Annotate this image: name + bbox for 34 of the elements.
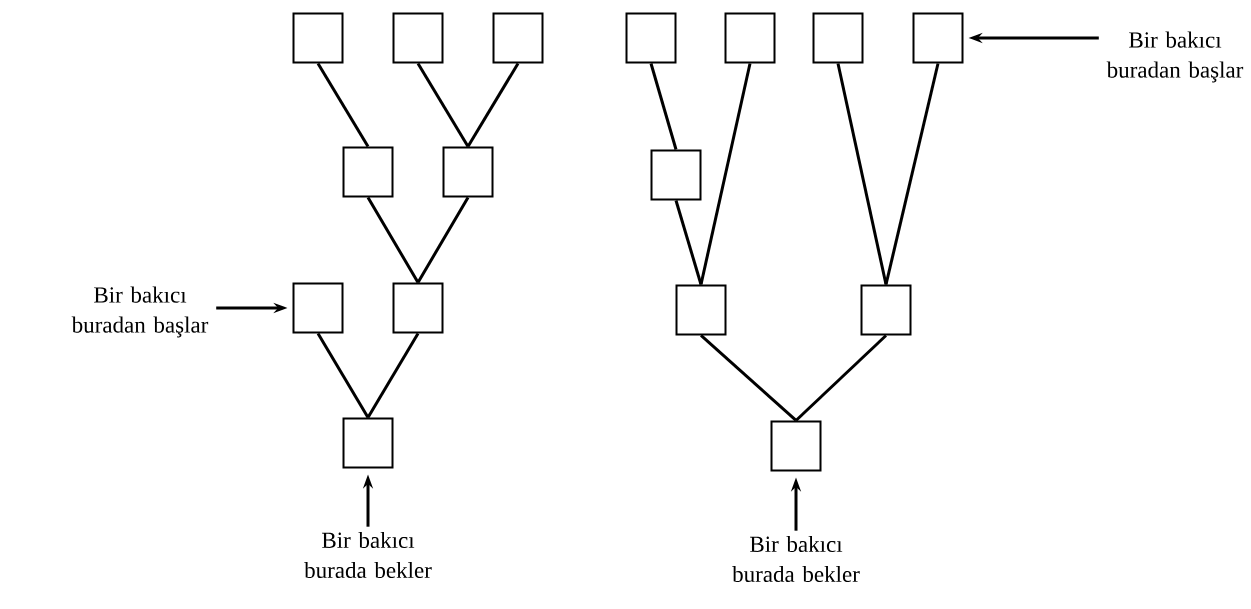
connector-line bbox=[316, 62, 370, 148]
note-text: Bir bakıcı buradan başlar bbox=[1106, 31, 1244, 83]
square-box bbox=[292, 282, 344, 334]
connector-line bbox=[366, 332, 420, 419]
connector-line bbox=[700, 334, 797, 422]
connector-line bbox=[836, 63, 888, 285]
square-box bbox=[342, 146, 394, 198]
square-box bbox=[770, 420, 822, 472]
square-box bbox=[442, 146, 494, 198]
connector-line bbox=[416, 62, 470, 148]
connector-line bbox=[649, 63, 678, 150]
square-box bbox=[812, 12, 864, 64]
connector-line bbox=[699, 63, 752, 285]
connector-line bbox=[466, 62, 520, 148]
square-box bbox=[392, 12, 444, 64]
connector-line bbox=[884, 63, 940, 285]
note-text: Bir bakıcı burada bekler bbox=[732, 535, 860, 583]
connector-line bbox=[316, 332, 370, 419]
note-text: Bir bakıcı buradan başlar bbox=[71, 286, 209, 338]
square-box bbox=[650, 149, 702, 201]
square-box bbox=[675, 284, 727, 336]
connector-line bbox=[366, 196, 420, 284]
square-box bbox=[342, 417, 394, 469]
square-box bbox=[292, 12, 344, 64]
square-box bbox=[392, 282, 444, 334]
connector-line bbox=[416, 196, 470, 284]
connector-line bbox=[674, 200, 703, 285]
connector-line bbox=[794, 334, 888, 422]
square-box bbox=[492, 12, 544, 64]
note-text: Bir bakıcı burada bekler bbox=[304, 531, 432, 579]
square-box bbox=[625, 12, 677, 64]
square-box bbox=[860, 284, 912, 336]
square-box bbox=[724, 12, 776, 64]
square-box bbox=[912, 12, 964, 64]
